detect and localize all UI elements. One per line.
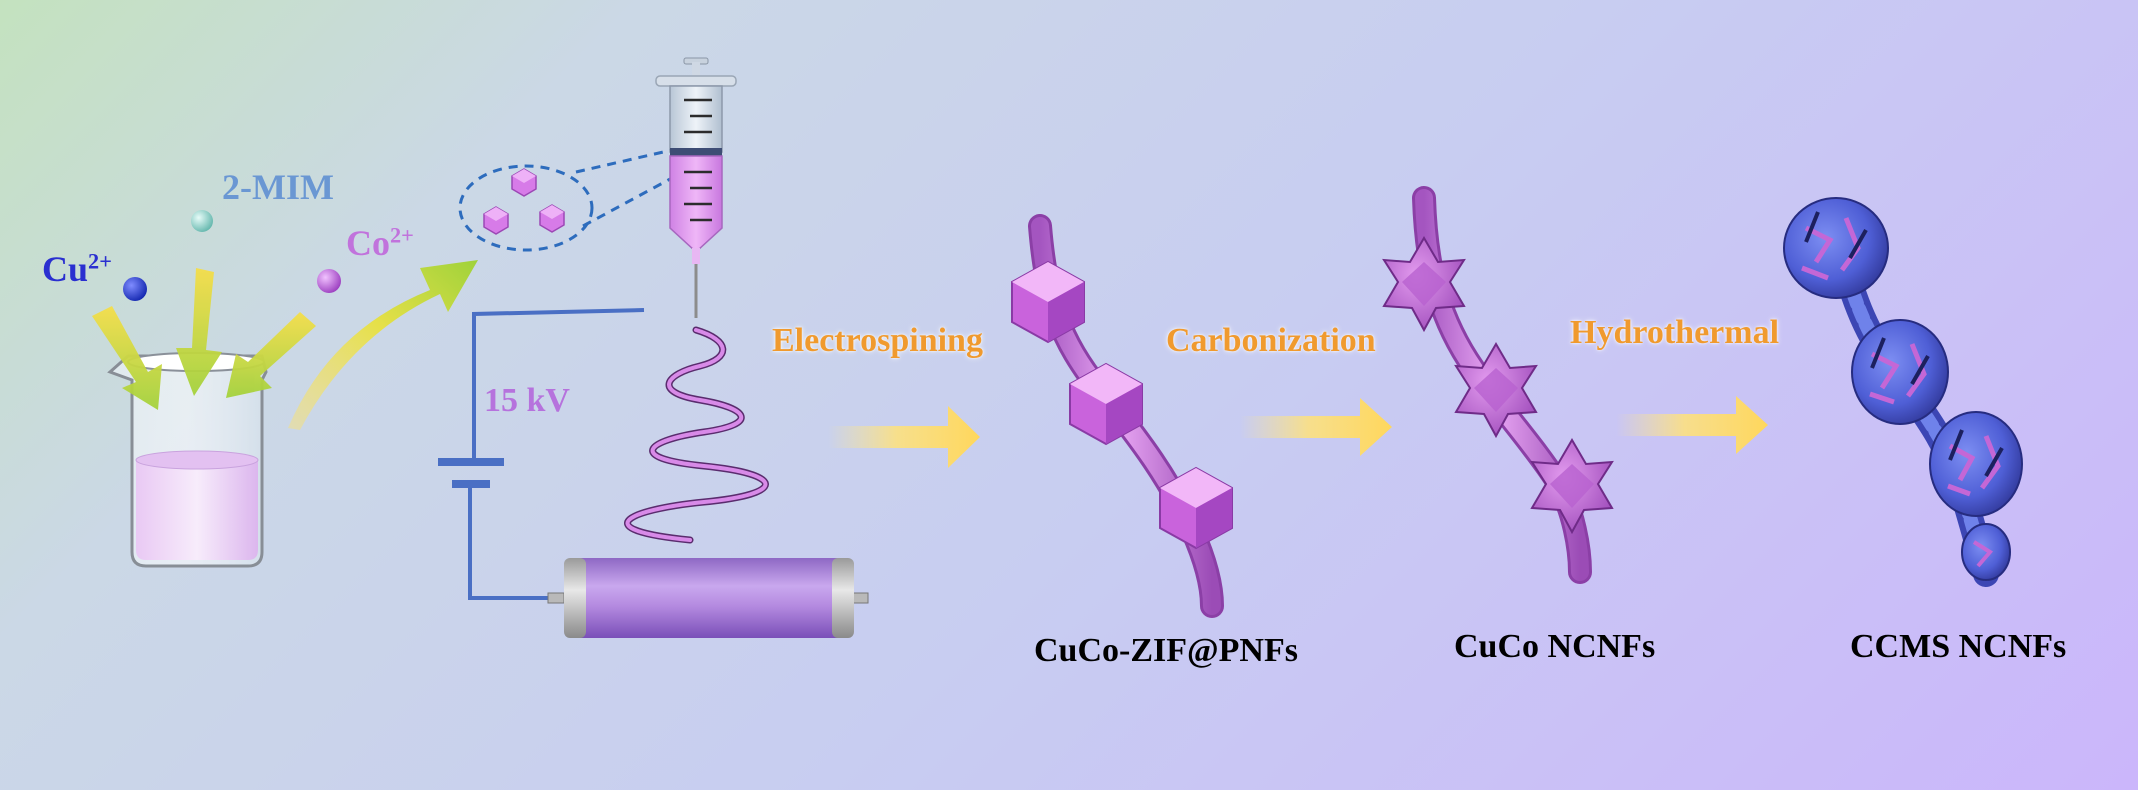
step-electrospinning-label: Electrospining	[772, 322, 983, 360]
co-ion-label: Co2+	[346, 222, 414, 264]
process-arrow-2	[1240, 398, 1392, 456]
process-arrow-1	[828, 406, 980, 468]
product-ccms-ncnfs-label: CCMS NCNFs	[1850, 628, 2066, 666]
cuco-ncnfs-fiber	[1384, 198, 1612, 572]
electrospinning-jet	[627, 330, 765, 540]
voltage-label: 15 kV	[484, 382, 570, 420]
mim-ball	[191, 210, 213, 232]
product-cuco-zif-pnfs-label: CuCo-ZIF@PNFs	[1034, 632, 1298, 670]
synthesis-arrow	[288, 260, 478, 430]
co-ion-ball	[317, 269, 341, 293]
zif-crystal-bubble	[460, 150, 672, 250]
step-hydrothermal-label: Hydrothermal	[1570, 314, 1779, 352]
mim-label: 2-MIM	[222, 166, 334, 208]
process-arrow-3	[1616, 396, 1768, 454]
cu-ion-label: Cu2+	[42, 248, 112, 290]
co-ion-charge: 2+	[390, 223, 414, 248]
cu-ion-ball	[123, 277, 147, 301]
collector-drum	[548, 558, 868, 638]
battery-icon	[438, 458, 504, 488]
step-carbonization-label: Carbonization	[1166, 322, 1376, 360]
product-cuco-ncnfs-label: CuCo NCNFs	[1454, 628, 1655, 666]
ccms-ncnfs-fiber	[1784, 198, 2022, 580]
cu-ion-symbol: Cu	[42, 249, 88, 289]
power-circuit	[470, 310, 644, 598]
co-ion-symbol: Co	[346, 223, 390, 263]
cuco-zif-pnfs-fiber	[1012, 226, 1232, 606]
cu-ion-charge: 2+	[88, 249, 112, 274]
syringe	[656, 58, 736, 318]
